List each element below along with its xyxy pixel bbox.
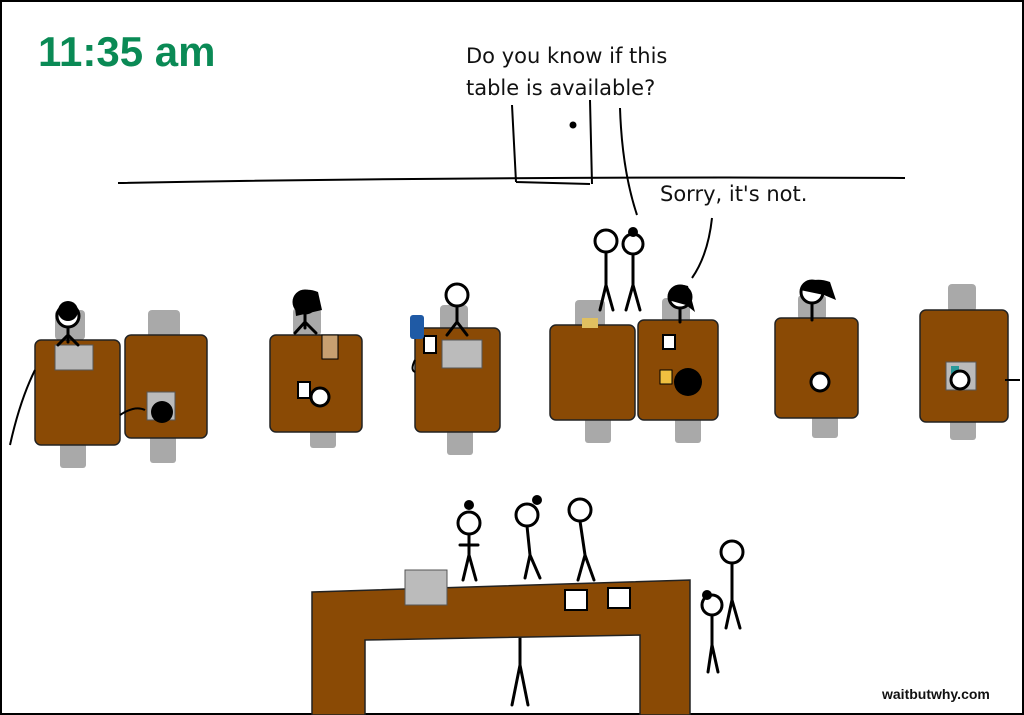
speech-bubble-answer: Sorry, it's not. bbox=[660, 182, 808, 206]
door bbox=[511, 99, 593, 185]
counter bbox=[311, 579, 691, 715]
wall-line bbox=[117, 176, 906, 184]
people bbox=[55, 227, 971, 707]
speech-tail-answer bbox=[691, 217, 713, 279]
door-knob bbox=[569, 121, 577, 129]
tables bbox=[34, 309, 1009, 446]
speech-bubble-question: Do you know if this table is available? bbox=[466, 44, 668, 100]
time-label: 11:35 am bbox=[38, 28, 216, 75]
speech-tail-question bbox=[619, 107, 638, 216]
site-credit: waitbutwhy.com bbox=[882, 686, 990, 702]
